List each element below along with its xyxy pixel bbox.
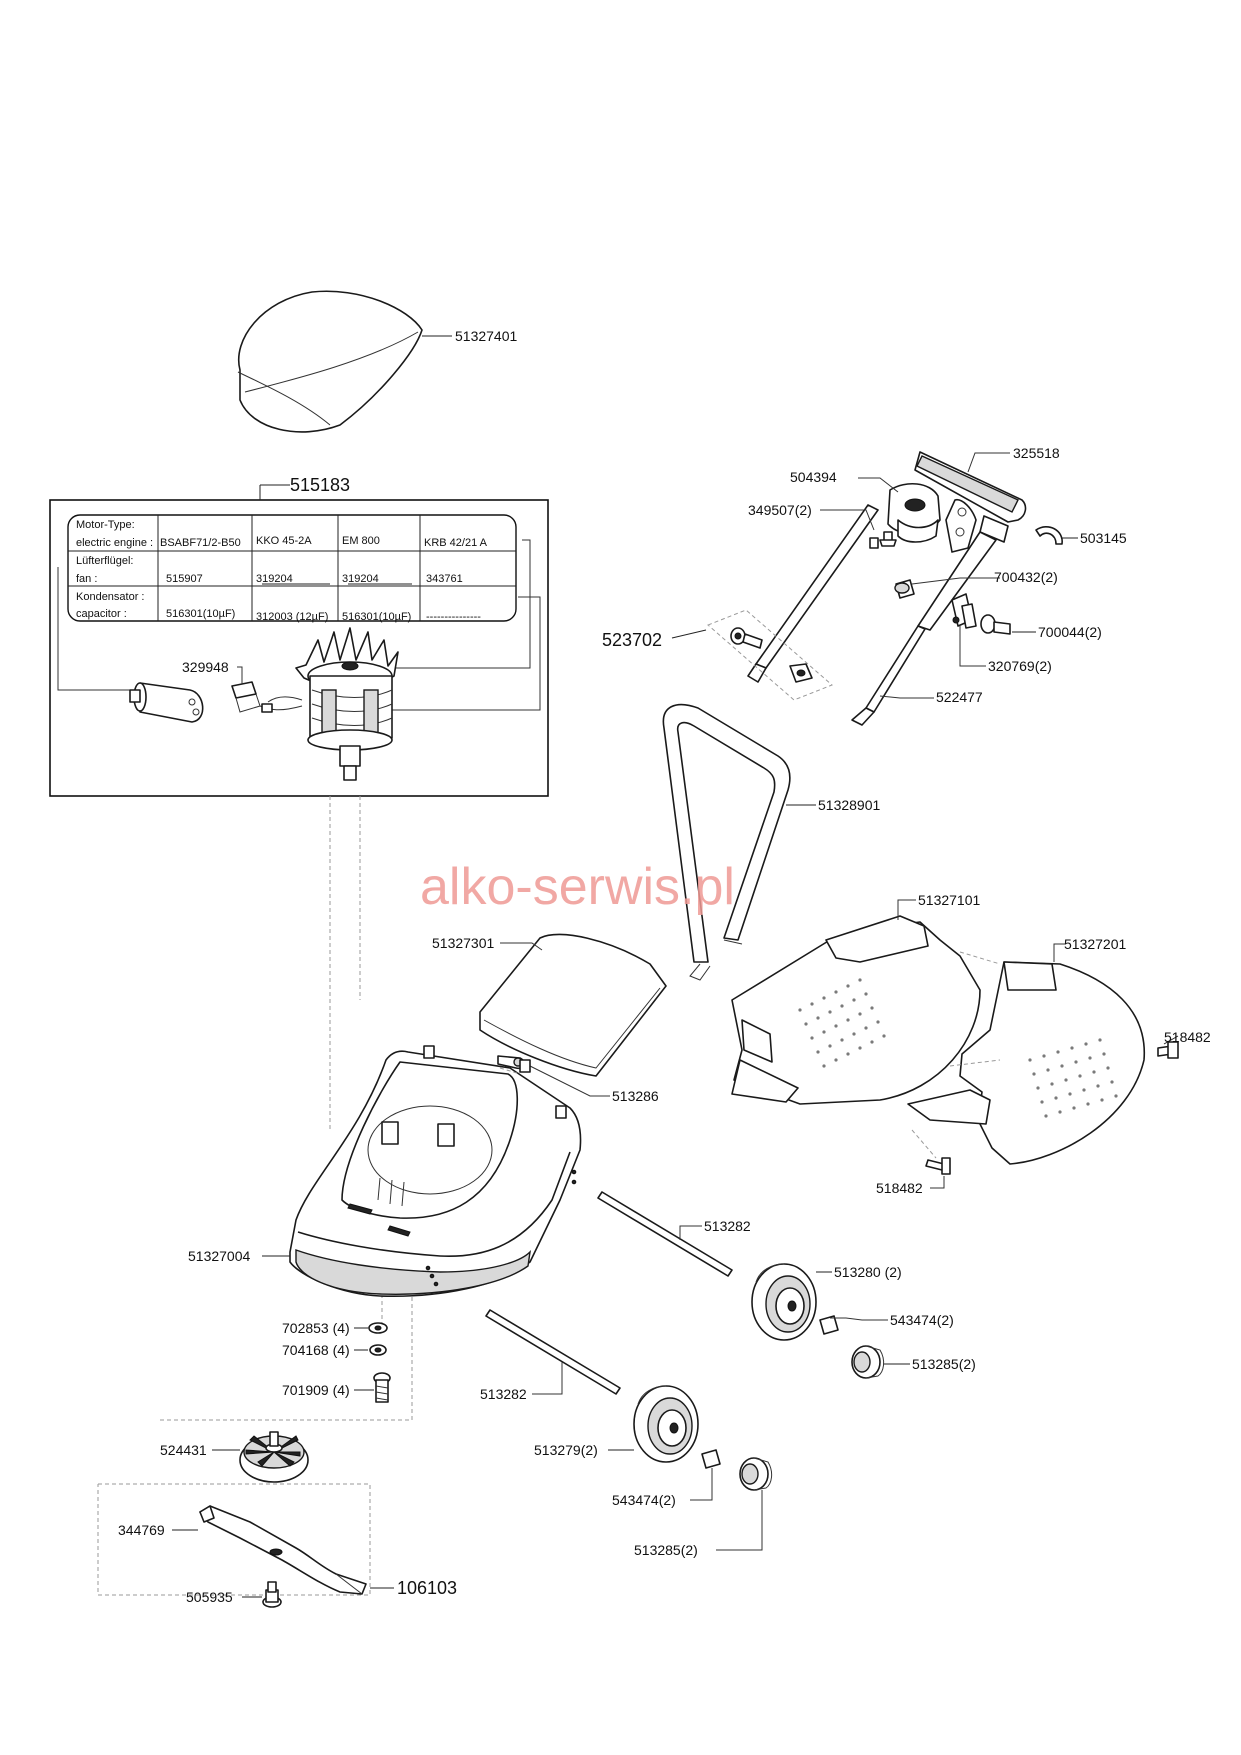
label-704168: 704168 (4) — [282, 1342, 350, 1358]
label-513282-top: 513282 — [704, 1218, 751, 1234]
catcher-lid-top — [237, 290, 423, 433]
label-349507: 349507(2) — [748, 502, 812, 518]
washer-702853-part — [368, 1322, 388, 1334]
label-524431: 524431 — [160, 1442, 207, 1458]
label-701909: 701909 (4) — [282, 1382, 350, 1398]
row-fan-label-en: fan : — [76, 573, 97, 585]
label-513279: 513279(2) — [534, 1442, 598, 1458]
label-522477: 522477 — [936, 689, 983, 705]
row-motor-label-de: Motor-Type: — [76, 519, 135, 531]
screw-518482-right-part — [1157, 1041, 1179, 1059]
label-504394: 504394 — [790, 469, 837, 485]
cell-fan-4: 343761 — [426, 573, 463, 585]
cell-capacitor-1: 516301(10µF) — [166, 608, 235, 620]
label-325518: 325518 — [1013, 445, 1060, 461]
label-700044: 700044(2) — [1038, 624, 1102, 640]
label-503145: 503145 — [1080, 530, 1127, 546]
blade-344769-part — [199, 1505, 367, 1595]
cell-motor-4: KRB 42/21 A — [424, 537, 488, 549]
label-106103: 106103 — [397, 1578, 457, 1598]
cell-capacitor-2: 312003 (12µF) — [256, 611, 328, 623]
label-700432: 700432(2) — [994, 569, 1058, 585]
washer-704168-part — [369, 1344, 387, 1356]
axle-513282-top-part — [597, 1191, 733, 1277]
cell-motor-2: KKO 45-2A — [256, 535, 312, 547]
bolt-set-523702-part — [707, 609, 833, 701]
mower-deck-part — [289, 1045, 582, 1298]
label-505935: 505935 — [186, 1589, 233, 1605]
row-fan-label-de: Lüfterflügel: — [76, 555, 133, 567]
fan-524431-part — [239, 1431, 309, 1483]
bolt-505935-part — [262, 1581, 282, 1608]
label-515183: 515183 — [290, 475, 350, 495]
label-513285-top: 513285(2) — [912, 1356, 976, 1372]
row-capacitor-label-de: Kondensator : — [76, 591, 145, 603]
capacitor-part — [129, 682, 204, 723]
label-51327101: 51327101 — [918, 892, 981, 908]
grass-box-right-part — [907, 961, 1145, 1165]
grass-box-left-part — [731, 915, 981, 1105]
lower-handle-left-part — [747, 504, 879, 683]
screw-518482-lower-part — [925, 1157, 951, 1175]
label-543474-top: 543474(2) — [890, 1312, 954, 1328]
bolt-700044-part — [980, 614, 1011, 635]
label-51327004: 51327004 — [188, 1248, 251, 1264]
label-518482-lower: 518482 — [876, 1180, 923, 1196]
switch-box-part — [887, 483, 941, 543]
row-capacitor-label-en: capacitor : — [76, 608, 127, 620]
cam-lever-320769-part — [951, 593, 977, 629]
label-51327301: 51327301 — [432, 935, 495, 951]
cell-fan-1: 515907 — [166, 573, 203, 585]
cell-motor-1: BSABF71/2-B50 — [160, 537, 241, 549]
upper-handle-part — [851, 451, 1027, 726]
lower-handle-u-part — [662, 703, 791, 981]
axle-513282-lower-part — [485, 1309, 621, 1395]
row-motor-label-en: electric engine : — [76, 537, 153, 549]
label-320769: 320769(2) — [988, 658, 1052, 674]
label-513285-lower: 513285(2) — [634, 1542, 698, 1558]
screws-349507-part — [869, 531, 897, 549]
label-51327401: 51327401 — [455, 328, 518, 344]
motor-table: Motor-Type: electric engine : BSABF71/2-… — [67, 514, 517, 623]
catcher-lid-lower-part — [479, 933, 667, 1077]
cell-capacitor-4: --------------- — [426, 611, 481, 623]
motor-box — [49, 499, 549, 797]
wheel-cap-513285-top-part — [851, 1345, 885, 1379]
label-523702: 523702 — [602, 630, 662, 650]
label-513282-lower: 513282 — [480, 1386, 527, 1402]
label-344769: 344769 — [118, 1522, 165, 1538]
watermark-text: alko-serwis.pl — [420, 858, 735, 916]
label-513286: 513286 — [612, 1088, 659, 1104]
cell-capacitor-3: 516301(10µF) — [342, 611, 411, 623]
label-518482-right: 518482 — [1164, 1029, 1211, 1045]
connector-part — [231, 681, 303, 713]
wheel-513280-part — [751, 1263, 817, 1341]
bushing-543474-lower-part — [701, 1449, 721, 1469]
cell-motor-3: EM 800 — [342, 535, 380, 547]
wheel-cap-513285-lower-part — [739, 1457, 773, 1491]
cell-fan-2: 319204 — [256, 573, 293, 585]
motor-part — [295, 627, 399, 781]
clip-503145-part — [1035, 526, 1063, 545]
knob-700432-part — [894, 579, 915, 599]
bushing-543474-top-part — [819, 1315, 839, 1335]
label-329948: 329948 — [182, 659, 229, 675]
screw-701909-part — [373, 1372, 391, 1403]
cell-fan-3: 319204 — [342, 573, 379, 585]
wheel-513279-part — [633, 1385, 699, 1463]
label-702853: 702853 (4) — [282, 1320, 350, 1336]
label-51327201: 51327201 — [1064, 936, 1127, 952]
label-51328901: 51328901 — [818, 797, 881, 813]
label-543474-lower: 543474(2) — [612, 1492, 676, 1508]
label-513280: 513280 (2) — [834, 1264, 902, 1280]
